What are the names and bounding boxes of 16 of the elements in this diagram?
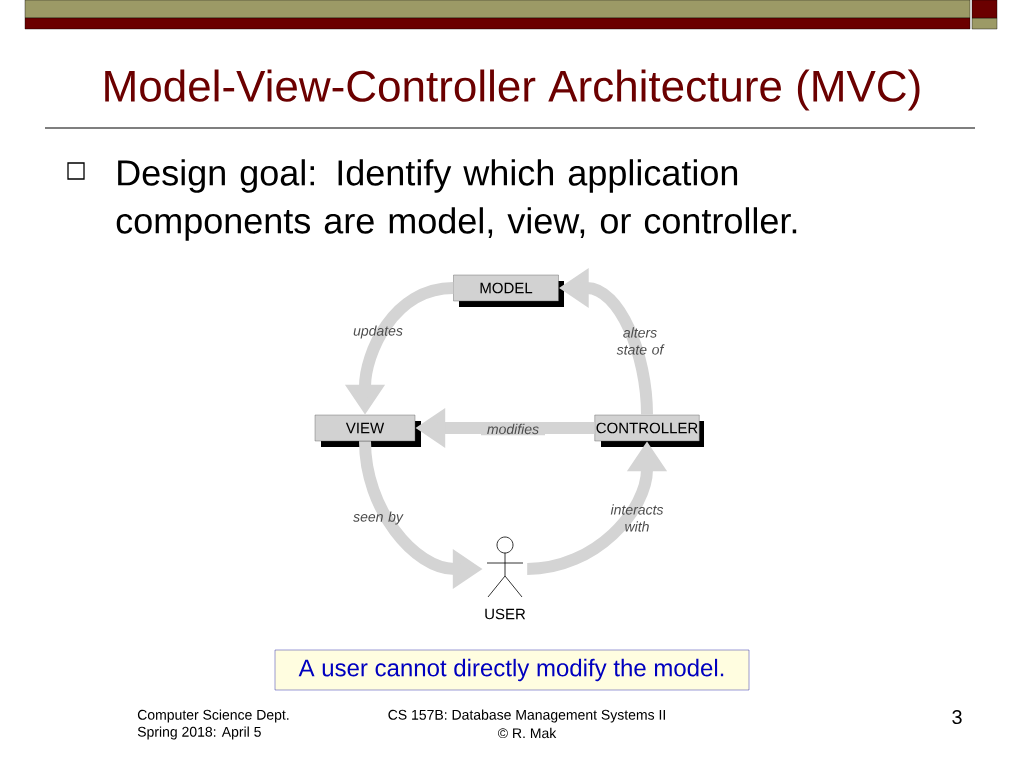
component-box: MODEL	[453, 274, 564, 307]
footer-text: Spring 2018: April 5	[137, 726, 261, 740]
callout-box: A user cannot directly modify the model.	[274, 649, 750, 691]
page-number: 3	[952, 709, 962, 725]
bullet-text: Design goal: Identify which application components are model, view, or controller.	[116, 159, 797, 241]
edge-label: updates	[353, 325, 403, 339]
person-figure: USER	[485, 536, 526, 620]
component-box: VIEW	[314, 414, 421, 447]
edge-label: interacts with	[610, 504, 664, 532]
edge-label: alters state of	[616, 327, 665, 355]
edge-label: seen by	[353, 511, 404, 525]
component-box: CONTROLLER	[594, 414, 704, 447]
footer-text: CS 157B: Database Management Systems II	[388, 709, 665, 723]
title: Model-View-Controller Architecture (MVC)	[105, 69, 920, 111]
footer-text: Computer Science Dept.	[137, 709, 289, 723]
footer-text: © R. Mak	[497, 727, 557, 739]
